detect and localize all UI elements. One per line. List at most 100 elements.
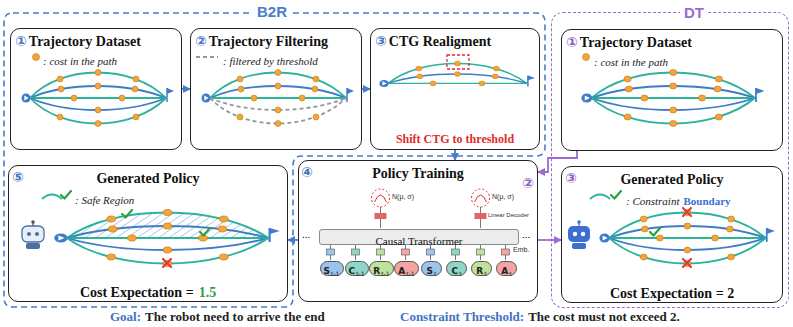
token-circle: Rt-1 (369, 261, 394, 276)
embedding-blocks (477, 249, 485, 255)
step-number: ③ (565, 170, 577, 186)
embedding-blocks (327, 249, 510, 255)
region-title: DT (680, 4, 708, 21)
check-mark (122, 210, 132, 218)
policy-panel: ⑤Generated Policy: Safe RegionCost Expec… (8, 165, 288, 302)
decoder-head (375, 195, 387, 202)
token-circle: Ct (446, 261, 467, 276)
decoder-head (372, 189, 390, 207)
text-line: At (497, 263, 516, 277)
flow-arrow (454, 150, 456, 160)
robot-icon (573, 232, 577, 236)
constraint-label: Constraint Threshold: (400, 309, 524, 325)
trajectory-graph (202, 94, 211, 103)
panel-heading: Trajectory Filtering (209, 34, 328, 49)
token-subscript: t-1 (331, 270, 339, 277)
legend-text: : cost in the path (43, 55, 117, 67)
panel-heading: Generated Policy (620, 172, 723, 187)
decoder-head (472, 189, 490, 207)
token-subscript: t-1 (406, 270, 414, 277)
token-circle: At (496, 261, 517, 276)
cost-value: 1.5 (199, 285, 217, 300)
embedding-label: Emb. (513, 246, 529, 253)
robot-icon (22, 226, 44, 242)
trajectory-graph (54, 210, 280, 267)
ellipsis: ... (522, 228, 530, 240)
constraint-text: The cost must not exceed 2. (528, 309, 680, 325)
token-letter: R (476, 266, 483, 276)
text-line: : cost in the path (594, 52, 668, 70)
robot-icon (35, 232, 39, 236)
decoder-head (475, 195, 487, 202)
robot-icon (568, 220, 590, 249)
token-circle: At-1 (394, 261, 419, 276)
cost-text: Cost Expectation = 2 (610, 286, 734, 301)
cost-dot-icon (33, 54, 40, 61)
embedding-blocks (377, 249, 385, 255)
text-line: Generated Policy (9, 169, 287, 187)
text-line: Generated Policy (562, 170, 782, 188)
step-number: ② (195, 33, 207, 49)
token-subscript: t (509, 270, 511, 277)
trajectory-graph (237, 70, 319, 102)
text-line: Ct-1 (346, 263, 368, 277)
bar-text: Causal Transformer (375, 235, 462, 247)
step-number: ④ (301, 164, 313, 180)
goal-label: Goal: (110, 309, 141, 325)
step-panel: ②Trajectory Filtering : filtered by thres… (190, 28, 362, 150)
step-number: ② (522, 175, 534, 191)
text-line: Policy Training (299, 164, 537, 182)
text-line: ③ (565, 169, 577, 187)
text-line: ②Trajectory Filtering (195, 32, 328, 50)
token-circle: St-1 (320, 261, 344, 276)
legend-text: : Constraint (626, 195, 679, 207)
training-panel: ④Policy TrainingCausal TransformerSt-1Ct… (298, 160, 538, 302)
flow-arrow (362, 88, 370, 90)
legend-text: : filtered by threshold (223, 55, 318, 67)
text-line: Cost Expectation = 2 (562, 284, 782, 302)
legend-emphasis: Boundary (683, 195, 730, 207)
robot-icon (27, 232, 31, 236)
token-letter: C (349, 266, 356, 276)
robot-icon (572, 243, 586, 249)
text-line: ⑤ (12, 168, 24, 186)
token-circle: Rt (471, 261, 492, 276)
dt-region: DT①Trajectory Dataset: cost in the path③… (551, 12, 789, 308)
check-mark (611, 191, 621, 199)
robot-icon (22, 220, 44, 249)
token-circle: St (421, 261, 442, 276)
text-line: Rt (472, 263, 491, 277)
embedding-blocks (427, 249, 435, 255)
panel-heading: Trajectory Dataset (29, 34, 141, 49)
goal-text: The robot need to arrive the end (145, 309, 325, 325)
token-subscript: t-1 (356, 270, 364, 277)
step-number: ① (566, 34, 578, 50)
text-line: B2R (253, 3, 291, 21)
trajectory-graph (599, 210, 774, 267)
trajectory-graph (416, 61, 500, 86)
trajectory-graph (54, 210, 280, 267)
distribution-label: N(μ, σ) (492, 193, 514, 200)
text-line: : Safe Region (75, 190, 134, 208)
text-line: At-1 (395, 263, 418, 277)
legend-text: : cost in the path (594, 56, 668, 68)
region-outline (4, 13, 545, 307)
trajectory-graph (379, 61, 535, 87)
embedding-blocks (502, 249, 510, 255)
trajectory-graph (388, 83, 527, 84)
token-letter: C (452, 266, 459, 276)
cross-mark (683, 208, 691, 216)
text-line: Causal Transformer (320, 231, 518, 249)
text-line: ①Trajectory Dataset (15, 32, 141, 50)
flow-arrow (182, 88, 190, 90)
trajectory-graph (237, 107, 319, 127)
trajectory-graph (379, 80, 388, 87)
trajectory-graph (599, 210, 774, 267)
embedding-blocks (452, 249, 460, 255)
text-line: ③CTG Realigment (375, 32, 491, 50)
cross-mark (683, 259, 691, 267)
decoder-head (375, 213, 387, 219)
cross-mark (163, 259, 171, 267)
region-title: B2R (253, 3, 291, 20)
decoder-head (372, 189, 490, 219)
